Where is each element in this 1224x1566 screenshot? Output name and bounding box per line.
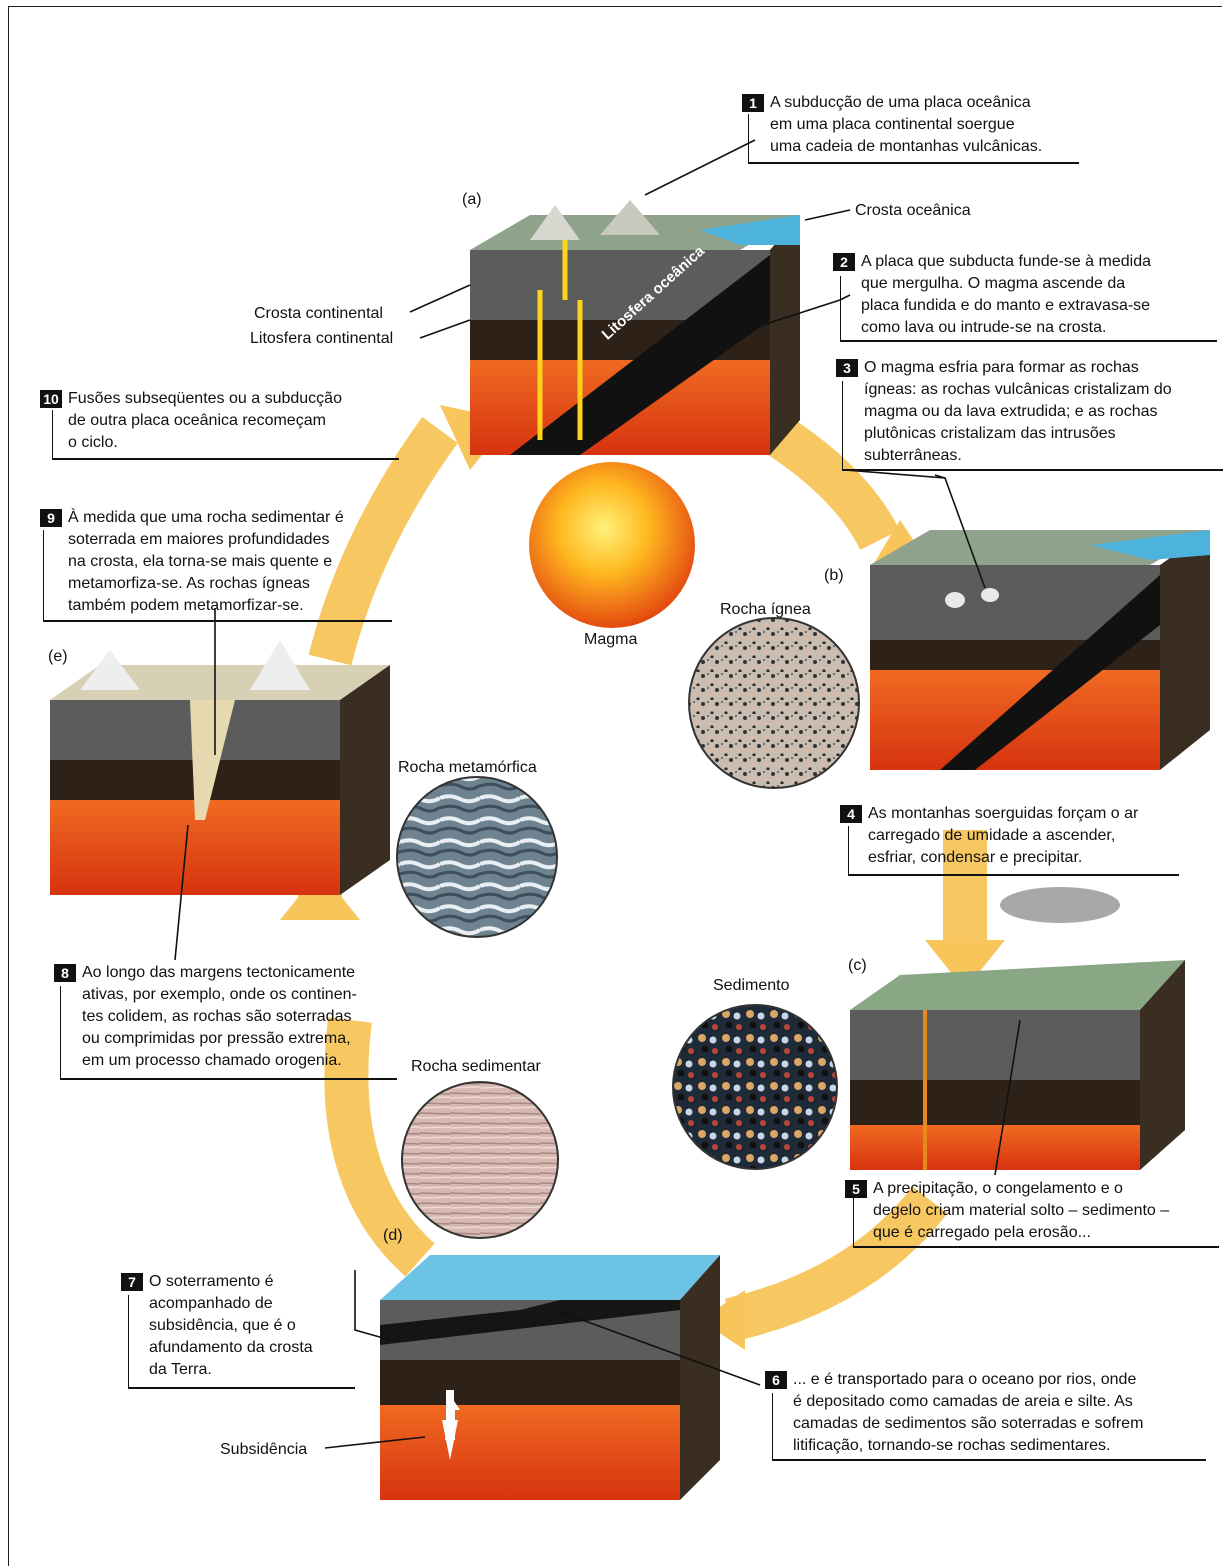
panel-label-a: (a)	[462, 191, 482, 208]
step-10-text: Fusões subseqüentes ou a subducção de ou…	[68, 390, 342, 451]
block-a	[470, 200, 800, 455]
step-4-text: As montanhas soerguidas forçam o ar carr…	[868, 805, 1139, 866]
label-rocha-metamorfica: Rocha metamórfica	[398, 759, 537, 776]
label-crosta-continental: Crosta continental	[254, 305, 383, 322]
label-litosfera-continental: Litosfera continental	[250, 330, 394, 347]
step-8-frame	[60, 986, 397, 1080]
block-c	[850, 887, 1185, 1170]
block-d	[380, 1255, 720, 1500]
step-1-number: 1	[742, 94, 764, 112]
step-2-frame	[840, 276, 1217, 342]
step-9-callout: 9 À medida que uma rocha sedimentar é so…	[40, 507, 344, 617]
step-1-callout: 1 A subducção de uma placa oceânica em u…	[742, 92, 1042, 158]
step-10-callout: 10 Fusões subseqüentes ou a subducção de…	[40, 388, 342, 454]
label-subsidencia: Subsidência	[220, 1441, 308, 1458]
step-6-text: ... e é transportado para o oceano por r…	[793, 1371, 1144, 1454]
step-5-number: 5	[845, 1180, 867, 1198]
step-7-number: 7	[121, 1273, 143, 1291]
step-10-number: 10	[40, 390, 62, 408]
label-rocha-ignea: Rocha ígnea	[720, 601, 811, 618]
step-6-number: 6	[765, 1371, 787, 1389]
step-9-number: 9	[40, 509, 62, 527]
label-sedimento: Sedimento	[713, 977, 790, 994]
label-crosta-oceanica: Crosta oceânica	[855, 202, 971, 219]
step-2-number: 2	[833, 253, 855, 271]
magma-sphere	[529, 462, 695, 628]
step-7-text: O soterramento é acompanhado de subsidên…	[149, 1273, 313, 1378]
panel-label-e: (e)	[48, 648, 68, 665]
step-8-callout: 8 Ao longo das margens tectonicamente at…	[54, 962, 357, 1072]
step-4-frame	[848, 826, 1179, 876]
step-3-text: O magma esfria para formar as rochas ígn…	[864, 359, 1172, 464]
sedimentary-rock-sample	[401, 1081, 559, 1239]
step-7-callout: 7 O soterramento é acompanhado de subsid…	[121, 1271, 313, 1381]
step-8-text: Ao longo das margens tectonicamente ativ…	[82, 964, 357, 1069]
step-6-frame	[772, 1393, 1206, 1461]
igneous-rock-sample	[688, 617, 860, 789]
step-1-text: A subducção de uma placa oceânica em uma…	[770, 94, 1043, 155]
step-3-frame	[842, 381, 1223, 471]
panel-label-c: (c)	[848, 957, 867, 974]
step-1-frame	[748, 114, 1079, 164]
step-8-number: 8	[54, 964, 76, 982]
step-4-callout: 4 As montanhas soerguidas forçam o ar ca…	[840, 803, 1138, 869]
step-2-text: A placa que subducta funde-se à medida q…	[861, 253, 1151, 336]
step-5-text: A precipitação, o congelamento e o degel…	[873, 1180, 1170, 1241]
sediment-sample	[672, 1004, 838, 1170]
step-7-frame	[128, 1295, 355, 1389]
step-5-callout: 5 A precipitação, o congelamento e o deg…	[845, 1178, 1169, 1244]
step-10-frame	[52, 410, 399, 460]
page-border	[8, 6, 1222, 1566]
step-9-text: À medida que uma rocha sedimentar é sote…	[68, 509, 344, 614]
label-rocha-sedimentar: Rocha sedimentar	[411, 1058, 541, 1075]
label-magma: Magma	[584, 631, 638, 648]
block-e	[50, 640, 390, 895]
step-2-callout: 2 A placa que subducta funde-se à medida…	[833, 251, 1151, 339]
panel-label-d: (d)	[383, 1227, 403, 1244]
block-b	[870, 530, 1210, 770]
step-6-callout: 6 ... e é transportado para o oceano por…	[765, 1369, 1143, 1457]
step-3-number: 3	[836, 359, 858, 377]
step-9-frame	[43, 530, 392, 622]
step-4-number: 4	[840, 805, 862, 823]
panel-label-b: (b)	[824, 567, 844, 584]
metamorphic-rock-sample	[396, 776, 558, 938]
step-5-frame	[853, 1198, 1219, 1248]
step-3-callout: 3 O magma esfria para formar as rochas í…	[836, 357, 1172, 467]
